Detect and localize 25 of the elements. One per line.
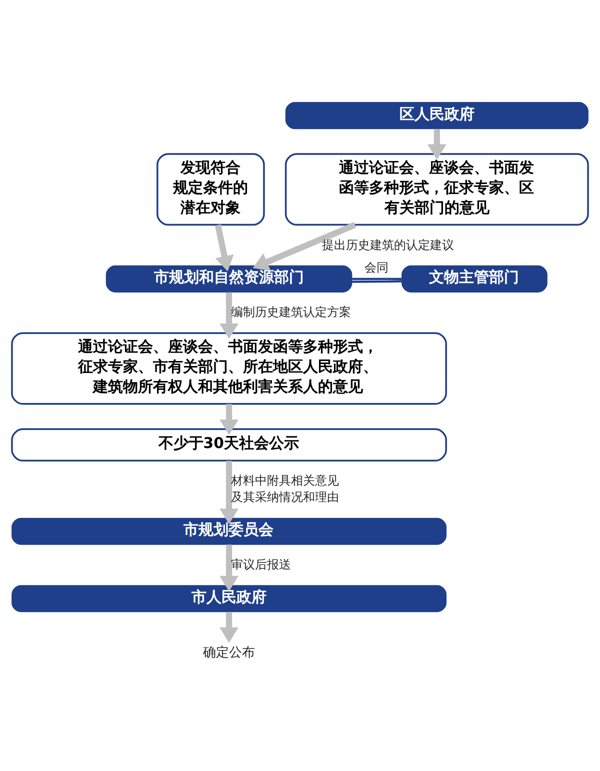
arrow (252, 222, 356, 271)
arrow (214, 224, 234, 272)
arrow (220, 612, 238, 643)
edge-label: 提出历史建筑的认定建议 (322, 238, 454, 252)
node-text: 确定公布 (202, 645, 255, 660)
arrow (220, 292, 238, 339)
node-box: 发现符合规定条件的潜在对象 (156, 153, 265, 226)
edge-label: 材料中附具相关意见及其采纳情况和理由 (231, 473, 340, 504)
edge-label: 编制历史建筑认定方案 (231, 305, 352, 320)
node-box: 市规划委员会 (12, 518, 447, 545)
node-box: 通过论证会、座谈会、书面发函等多种形式，征求专家、区有关部门的意见 (284, 153, 589, 226)
node-box: 通过论证会、座谈会、书面发函等多种形式，征求专家、市有关部门、所在地区人民政府、建筑物所有权人和其他利害关系人的意见 (11, 332, 447, 405)
arrow (220, 544, 238, 592)
node-box: 市规划和自然资源部门 (106, 265, 352, 292)
node-box: 不少于30天社会公示 (11, 428, 447, 462)
node-box: 文物主管部门 (402, 265, 548, 292)
connector (352, 280, 402, 283)
connector (352, 278, 402, 280)
arrow (427, 129, 446, 160)
edge-label: 审议后报送 (230, 558, 291, 572)
node-box: 区人民政府 (285, 102, 588, 130)
node-box: 市人民政府 (12, 585, 447, 612)
arrow (220, 404, 238, 436)
arrow (220, 460, 238, 524)
edge-label: 会同 (364, 260, 389, 275)
